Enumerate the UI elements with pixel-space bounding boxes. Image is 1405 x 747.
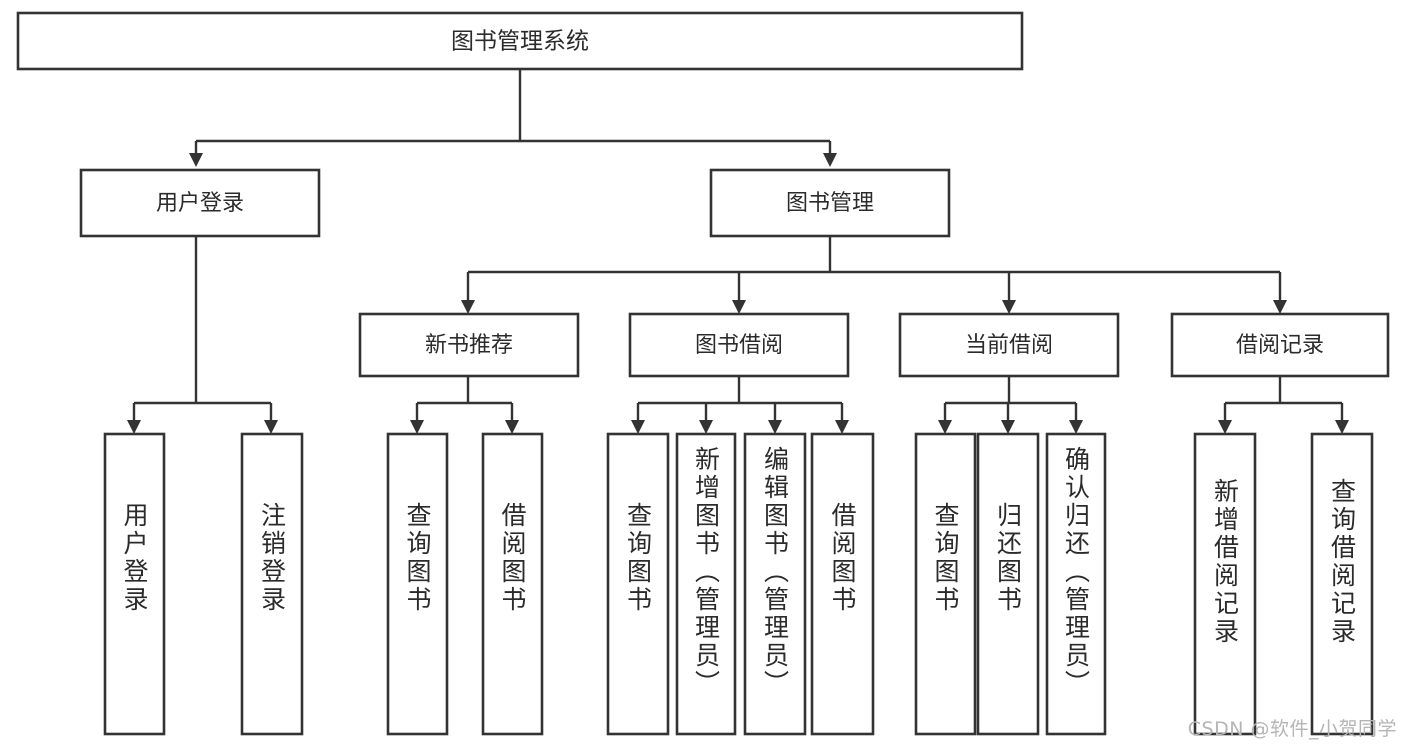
leaf-node-borrow-edit[interactable]	[743, 432, 807, 736]
csdn-watermark: CSDN @软件_小贺同学	[1187, 718, 1397, 740]
connector-currentborrow-to-leaves	[938, 376, 1083, 434]
leaf-node-newbook-query[interactable]	[386, 432, 449, 736]
node-current-borrow[interactable]: 当前借阅	[898, 312, 1120, 378]
connector-bookmgmt-to-level3	[461, 236, 1287, 314]
node-book-management-label: 图书管理	[786, 191, 874, 216]
leaf-node-user-login-logout[interactable]	[240, 432, 304, 736]
connector-userlogin-to-leaves	[127, 236, 278, 434]
leaf-node-current-query[interactable]	[914, 432, 977, 736]
leaf-node-record-add[interactable]	[1193, 432, 1257, 736]
leaf-node-borrow-add[interactable]	[675, 432, 737, 736]
leaf-node-borrow-borrow[interactable]	[810, 432, 875, 736]
node-borrow-record-label: 借阅记录	[1236, 333, 1324, 358]
node-new-book-recommend[interactable]: 新书推荐	[358, 312, 580, 378]
leaf-node-record-query[interactable]	[1310, 432, 1374, 736]
node-current-borrow-label: 当前借阅	[965, 333, 1053, 358]
leaf-node-newbook-borrow[interactable]	[481, 432, 544, 736]
node-book-borrow[interactable]: 图书借阅	[628, 312, 850, 378]
node-borrow-record[interactable]: 借阅记录	[1170, 312, 1390, 378]
node-user-login[interactable]: 用户登录	[79, 168, 321, 238]
connector-borrowrecord-to-leaves	[1218, 376, 1349, 434]
node-root-system[interactable]: 图书管理系统	[16, 11, 1024, 71]
connector-bookborrow-to-leaves	[631, 376, 849, 434]
leaf-node-current-confirm[interactable]	[1045, 432, 1107, 736]
leaf-node-borrow-query[interactable]	[606, 432, 670, 736]
leaf-node-user-login-login[interactable]	[103, 432, 166, 736]
node-new-book-recommend-label: 新书推荐	[425, 333, 513, 358]
node-user-login-label: 用户登录	[156, 191, 244, 216]
leaf-node-current-return[interactable]	[976, 432, 1040, 736]
node-book-management[interactable]: 图书管理	[709, 168, 951, 238]
node-book-borrow-label: 图书借阅	[695, 333, 783, 358]
node-root-system-label: 图书管理系统	[451, 29, 589, 55]
connector-root-to-level2	[189, 69, 837, 167]
connector-newbook-to-leaves	[410, 376, 519, 434]
